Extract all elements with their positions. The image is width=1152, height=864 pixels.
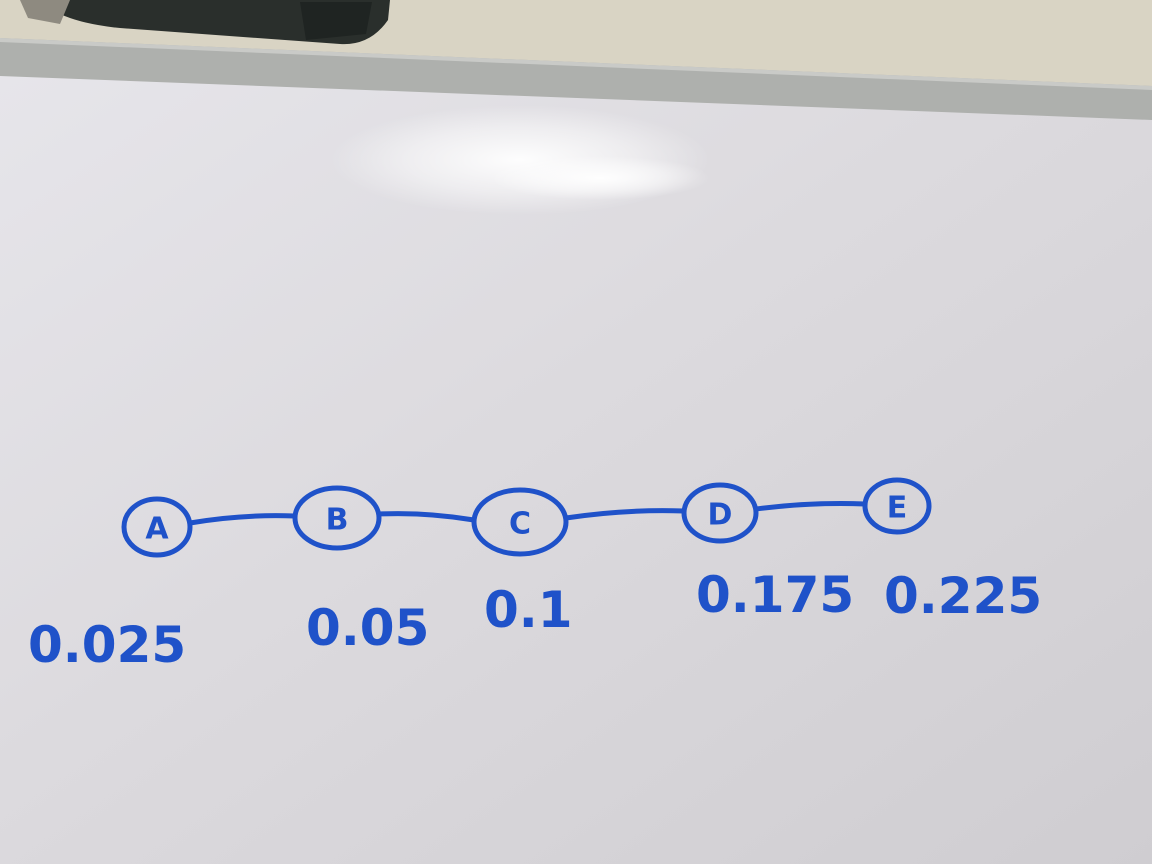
node-value-c: 0.1 <box>484 581 573 639</box>
node-circle <box>471 487 569 557</box>
graph-edge-b-c <box>376 511 477 523</box>
node-circle <box>681 482 759 544</box>
node-label: A <box>145 512 169 547</box>
graph-node-b: B <box>292 485 382 551</box>
graph-edge-d-e <box>753 501 868 512</box>
node-label: C <box>509 507 531 542</box>
node-circle <box>121 496 193 558</box>
node-value-a: 0.025 <box>28 616 186 674</box>
node-circle <box>862 477 932 535</box>
board-frame-top <box>0 38 1152 122</box>
whiteboard-surface <box>0 76 1152 864</box>
graph-node-e: E <box>862 477 932 535</box>
graph-node-a: A <box>121 496 193 558</box>
node-value-b: 0.05 <box>306 599 429 657</box>
graph-edge-c-d <box>563 508 687 521</box>
node-value-d: 0.175 <box>696 566 854 624</box>
eraser-object <box>20 0 390 45</box>
node-value-e: 0.225 <box>884 567 1042 625</box>
node-label: D <box>708 498 733 533</box>
graph-edge-a-b <box>187 513 298 526</box>
graph-node-c: C <box>471 487 569 557</box>
graph-node-d: D <box>681 482 759 544</box>
node-label: B <box>326 503 349 538</box>
node-label: E <box>887 491 908 526</box>
node-circle <box>292 485 382 551</box>
path-graph: A 0.025 B 0.05 C 0.1 D 0.175 E 0.225 <box>28 477 1042 674</box>
